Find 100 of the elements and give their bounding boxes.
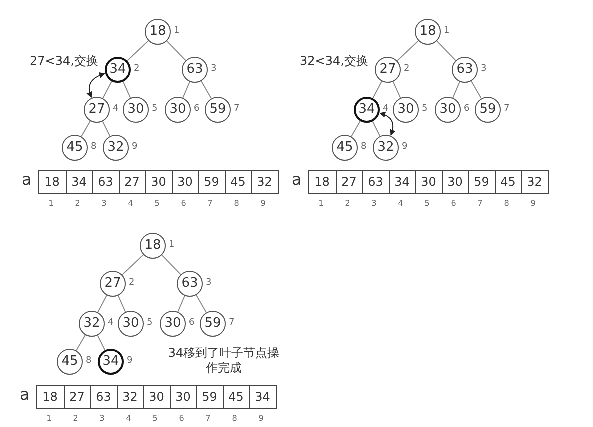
array-cell: 27	[64, 386, 90, 408]
node-index: 8	[86, 357, 92, 366]
tree-edge	[81, 120, 91, 138]
tree-edge	[102, 81, 112, 99]
node-index: 4	[113, 105, 119, 114]
tree-edge	[102, 121, 111, 137]
node-index: 6	[194, 105, 200, 114]
node-index: 2	[134, 65, 140, 74]
tree-edge	[200, 80, 212, 100]
array-cell: 32	[116, 386, 143, 408]
array-name: a	[22, 172, 32, 188]
array-index: 6	[180, 200, 188, 208]
node-index: 5	[147, 319, 153, 328]
array-cell: 59	[196, 386, 222, 408]
node-index: 7	[234, 105, 240, 114]
array-index: 8	[231, 415, 238, 423]
tree-edge	[351, 120, 361, 138]
node-index: 3	[211, 65, 217, 74]
tree-edge	[97, 335, 106, 351]
array-index: 6	[450, 200, 458, 208]
array-index: 7	[204, 415, 212, 423]
node-index: 7	[229, 319, 235, 328]
node-index: 5	[152, 105, 158, 114]
swap-arrow	[86, 72, 106, 98]
array-index: 5	[154, 200, 161, 208]
array-cell: 63	[362, 171, 388, 193]
tree-edge	[122, 81, 132, 99]
array-cell: 45	[494, 171, 521, 193]
tree-edge	[126, 40, 150, 62]
node-index: 5	[422, 105, 428, 114]
node-index: 1	[169, 241, 175, 250]
tree-edge	[76, 334, 86, 352]
array-index: 3	[370, 200, 378, 208]
node-index: 9	[127, 357, 133, 366]
tree-edge	[98, 295, 108, 313]
array-index: 4	[397, 200, 404, 208]
node-index: 9	[402, 143, 408, 152]
array-index: 7	[206, 200, 214, 208]
array-index: 5	[152, 415, 159, 423]
tree-edge	[118, 295, 126, 313]
array-cell-text: 18	[42, 389, 59, 406]
node-index: 8	[361, 143, 367, 152]
array-cell-text: 18	[44, 174, 61, 191]
tree-edge	[436, 40, 456, 62]
array-index: 2	[344, 200, 352, 208]
array-cell: 30	[143, 386, 170, 408]
array-index: 2	[72, 415, 80, 423]
array-cell: 30	[145, 171, 172, 193]
array-cell: 34	[66, 171, 92, 193]
tree-edge	[196, 294, 208, 314]
node-index: 8	[91, 143, 97, 152]
array-cell-text: 18	[314, 174, 331, 191]
array-index: 1	[46, 415, 53, 423]
array-index: 2	[74, 200, 82, 208]
node-index: 6	[464, 105, 470, 114]
array-name: a	[20, 387, 30, 403]
array-index: 8	[233, 200, 240, 208]
node-index: 1	[174, 27, 180, 36]
node-index: 3	[206, 279, 212, 288]
array-cell: 32	[251, 171, 278, 193]
array-index: 5	[424, 200, 431, 208]
node-index: 2	[404, 65, 410, 74]
tree-edge	[122, 254, 144, 276]
tree-edge	[178, 295, 186, 313]
array-index: 9	[260, 200, 267, 208]
tree-edge	[392, 81, 402, 99]
node-index: 6	[189, 319, 195, 328]
array-cell: 30	[170, 386, 196, 408]
array-cell: 32	[521, 171, 548, 193]
array-cell: 27	[118, 171, 145, 193]
node-index: 3	[481, 65, 487, 74]
note-text: 27<34,交换	[30, 54, 100, 69]
tree-edge	[470, 80, 482, 100]
array-cell: 45	[222, 386, 249, 408]
node-index: 1	[444, 27, 450, 36]
array-cell: 59	[468, 171, 494, 193]
array-cell: 27	[336, 171, 362, 193]
tree-edge	[452, 81, 460, 99]
tree-edge	[182, 81, 190, 99]
array-cell: 63	[90, 386, 116, 408]
array-name: a	[292, 172, 302, 188]
array-cell: 45	[224, 171, 251, 193]
array-index: 8	[503, 200, 510, 208]
node-index: 4	[383, 105, 389, 114]
tree-edge	[166, 40, 186, 62]
array-cell: 30	[172, 171, 198, 193]
array-index: 4	[125, 415, 132, 423]
array-cell: 63	[92, 171, 118, 193]
array-cell: 30	[442, 171, 468, 193]
array-cell: 34	[388, 171, 415, 193]
array-index: 9	[258, 415, 265, 423]
array-cell: 30	[415, 171, 442, 193]
array-index: 4	[127, 200, 134, 208]
array-cell: 59	[198, 171, 224, 193]
array-index: 3	[100, 200, 108, 208]
note-text: 34移到了叶子节点操作完成	[168, 346, 280, 376]
tree-edge	[396, 40, 420, 62]
array-index: 7	[476, 200, 484, 208]
note-text: 32<34,交换	[300, 54, 370, 69]
array-cell: 34	[249, 386, 276, 408]
